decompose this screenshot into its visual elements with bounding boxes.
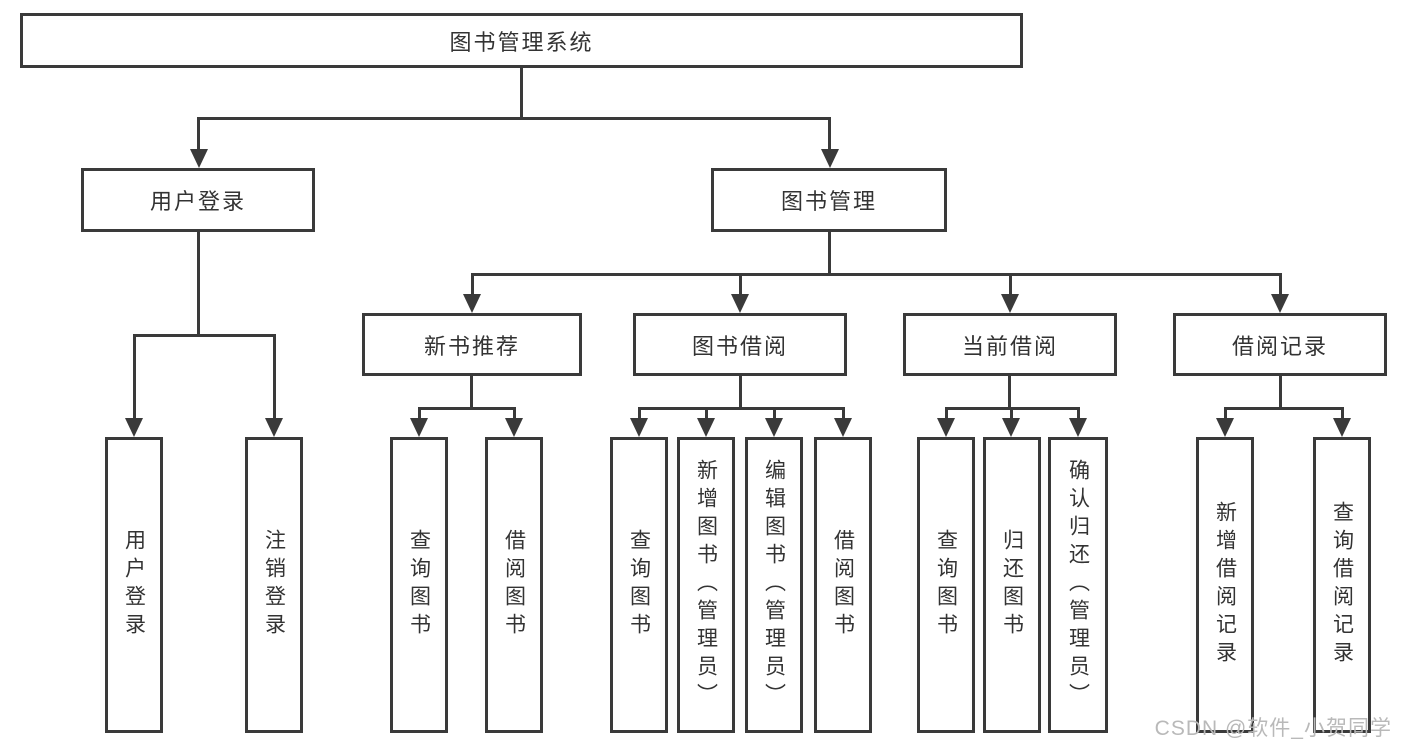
leaf-query-books-recommend: 查询图书	[390, 437, 448, 733]
arrowhead-icon	[1271, 294, 1289, 313]
leaf-label: 新增借阅记录	[1213, 501, 1237, 669]
arrowhead-icon	[125, 418, 143, 437]
leaf-add-book-admin: 新增图书（管理员）	[677, 437, 735, 733]
connector-line	[773, 407, 776, 419]
arrowhead-icon	[1333, 418, 1351, 437]
node-current-borrowing: 当前借阅	[903, 313, 1117, 376]
connector-line	[197, 117, 831, 120]
connector-line	[471, 273, 1282, 276]
connector-line	[1341, 407, 1344, 419]
connector-line	[1009, 273, 1012, 295]
connector-line	[133, 334, 276, 337]
connector-line	[1077, 407, 1080, 419]
connector-line	[520, 68, 523, 117]
arrowhead-icon	[731, 294, 749, 313]
connector-line	[471, 273, 474, 295]
connector-line	[1224, 407, 1227, 419]
leaf-borrow-books: 借阅图书	[814, 437, 872, 733]
node-book-borrowing: 图书借阅	[633, 313, 847, 376]
node-book-management: 图书管理	[711, 168, 947, 232]
leaf-label: 编辑图书（管理员）	[762, 459, 786, 711]
leaf-edit-book-admin: 编辑图书（管理员）	[745, 437, 803, 733]
connector-line	[1279, 273, 1282, 295]
leaf-label: 注销登录	[262, 529, 286, 641]
connector-line	[1010, 407, 1013, 419]
leaf-user-login: 用户登录	[105, 437, 163, 733]
connector-line	[133, 334, 136, 419]
leaf-query-borrow-record: 查询借阅记录	[1313, 437, 1371, 733]
arrowhead-icon	[410, 418, 428, 437]
connector-line	[197, 232, 200, 334]
connector-line	[418, 407, 421, 419]
connector-line	[638, 407, 845, 410]
arrowhead-icon	[821, 149, 839, 168]
leaf-logout: 注销登录	[245, 437, 303, 733]
arrowhead-icon	[697, 418, 715, 437]
node-label: 图书管理系统	[449, 29, 594, 55]
node-new-book-recommend: 新书推荐	[362, 313, 582, 376]
leaf-label: 借阅图书	[502, 529, 526, 641]
node-user-login: 用户登录	[81, 168, 315, 232]
arrowhead-icon	[765, 418, 783, 437]
arrowhead-icon	[1216, 418, 1234, 437]
leaf-label: 确认归还（管理员）	[1066, 459, 1090, 711]
leaf-borrow-books-recommend: 借阅图书	[485, 437, 543, 733]
node-label: 图书借阅	[691, 333, 788, 359]
connector-line	[1279, 376, 1282, 407]
connector-line	[197, 117, 200, 150]
leaf-label: 查询图书	[627, 529, 651, 641]
leaf-label: 新增图书（管理员）	[694, 459, 718, 711]
arrowhead-icon	[1001, 294, 1019, 313]
node-label: 当前借阅	[961, 333, 1058, 359]
arrowhead-icon	[1002, 418, 1020, 437]
leaf-label: 查询图书	[407, 529, 431, 641]
node-label: 用户登录	[149, 189, 246, 214]
connector-line	[470, 376, 473, 407]
connector-line	[842, 407, 845, 419]
connector-line	[945, 407, 948, 419]
connector-line	[705, 407, 708, 419]
arrowhead-icon	[630, 418, 648, 437]
node-label: 借阅记录	[1231, 333, 1328, 359]
leaf-label: 借阅图书	[831, 529, 855, 641]
node-library-management-system: 图书管理系统	[20, 13, 1023, 68]
node-label: 新书推荐	[423, 333, 520, 359]
watermark-text: CSDN @软件_小贺同学	[1154, 717, 1392, 740]
connector-line	[1008, 376, 1011, 407]
connector-line	[418, 407, 516, 410]
connector-line	[513, 407, 516, 419]
leaf-confirm-return-admin: 确认归还（管理员）	[1048, 437, 1108, 733]
leaf-return-book: 归还图书	[983, 437, 1041, 733]
arrowhead-icon	[190, 149, 208, 168]
arrowhead-icon	[505, 418, 523, 437]
arrowhead-icon	[463, 294, 481, 313]
leaf-label: 查询图书	[934, 529, 958, 641]
connector-line	[739, 273, 742, 295]
connector-line	[739, 376, 742, 407]
connector-line	[273, 334, 276, 419]
node-label: 图书管理	[780, 189, 877, 214]
arrowhead-icon	[1069, 418, 1087, 437]
leaf-label: 用户登录	[122, 529, 146, 641]
connector-line	[638, 407, 641, 419]
node-borrowing-records: 借阅记录	[1173, 313, 1387, 376]
leaf-label: 归还图书	[1000, 529, 1024, 641]
arrowhead-icon	[834, 418, 852, 437]
leaf-query-books-borrowing: 查询图书	[610, 437, 668, 733]
leaf-query-books-current: 查询图书	[917, 437, 975, 733]
arrowhead-icon	[937, 418, 955, 437]
leaf-label: 查询借阅记录	[1330, 501, 1354, 669]
connector-line	[1224, 407, 1344, 410]
connector-line	[828, 117, 831, 150]
arrowhead-icon	[265, 418, 283, 437]
connector-line	[828, 232, 831, 273]
leaf-add-borrow-record: 新增借阅记录	[1196, 437, 1254, 733]
